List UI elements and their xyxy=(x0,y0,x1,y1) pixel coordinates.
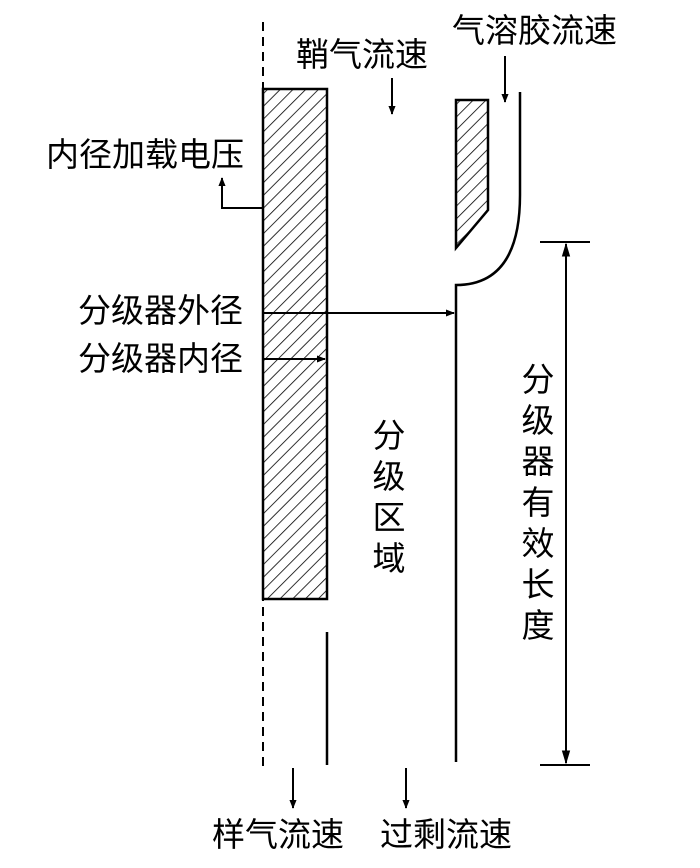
sheath-flow-label: 鞘气流速 xyxy=(296,35,428,74)
excess-flow-label: 过剩流速 xyxy=(380,815,512,854)
classification-region-label: 分级区域 xyxy=(367,418,406,582)
aerosol-inlet-wedge xyxy=(454,98,490,252)
outer-electrode-wall xyxy=(454,92,522,762)
inner-electrode xyxy=(261,87,329,601)
outer-diameter-label: 分级器外径 xyxy=(78,291,243,330)
inner-voltage-label: 内径加载电压 xyxy=(46,135,244,174)
effective-length-label: 分级器有效长度 xyxy=(516,362,555,649)
sample-flow-label: 样气流速 xyxy=(212,815,344,854)
aerosol-flow-label: 气溶胶流速 xyxy=(452,11,617,50)
inner-diameter-label: 分级器内径 xyxy=(78,339,243,378)
voltage-indicator-line xyxy=(218,177,263,209)
